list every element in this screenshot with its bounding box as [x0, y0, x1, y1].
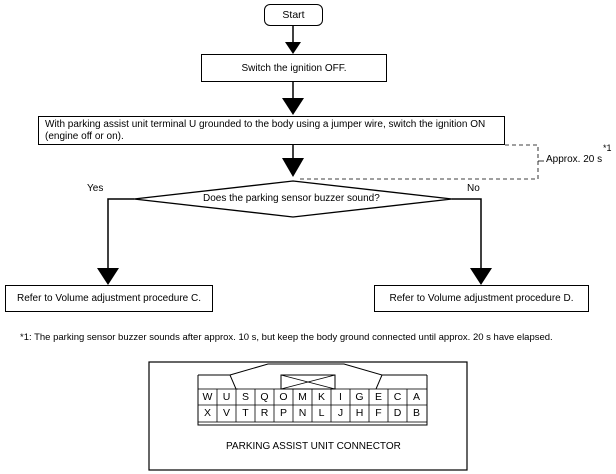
pin-o: O	[279, 391, 288, 403]
pin-q: Q	[260, 391, 269, 403]
pin-u: U	[222, 391, 231, 403]
start-box: Start	[264, 4, 323, 26]
pin-h: H	[355, 407, 364, 419]
pin-l: L	[318, 407, 325, 419]
pin-s: S	[241, 391, 249, 403]
pin-r: R	[260, 407, 269, 419]
note-marker: *1	[603, 143, 612, 153]
step-ignition-off: Switch the ignition OFF.	[201, 54, 387, 82]
step-ground-terminal-text: With parking assist unit terminal U grou…	[45, 119, 486, 142]
pin-w: W	[202, 391, 213, 403]
pin-v: V	[222, 407, 230, 419]
result-procedure-d: Refer to Volume adjustment procedure D.	[374, 285, 589, 312]
footnote: *1: The parking sensor buzzer sounds aft…	[20, 332, 553, 343]
pin-k: K	[317, 391, 325, 403]
result-procedure-c-text: Refer to Volume adjustment procedure C.	[17, 293, 201, 304]
start-label: Start	[282, 9, 305, 21]
pin-e: E	[374, 391, 382, 403]
pin-n: N	[298, 407, 307, 419]
no-label: No	[467, 183, 480, 194]
pin-p: P	[279, 407, 287, 419]
step-ignition-off-text: Switch the ignition OFF.	[241, 62, 347, 74]
time-note: Approx. 20 s	[546, 154, 602, 165]
pin-f: F	[375, 407, 382, 419]
pin-g: G	[355, 391, 364, 403]
step-ground-terminal: With parking assist unit terminal U grou…	[38, 116, 505, 145]
pin-d: D	[393, 407, 402, 419]
decision-diamond	[133, 180, 453, 218]
pin-t: T	[242, 407, 249, 419]
pin-m: M	[298, 391, 307, 403]
pin-i: I	[339, 391, 342, 403]
pin-b: B	[412, 407, 420, 419]
yes-label: Yes	[87, 183, 104, 194]
result-procedure-d-text: Refer to Volume adjustment procedure D.	[389, 293, 574, 304]
pin-j: J	[337, 407, 344, 419]
connector-title: PARKING ASSIST UNIT CONNECTOR	[226, 441, 401, 452]
pin-x: X	[203, 407, 211, 419]
decision-question: Does the parking sensor buzzer sound?	[203, 193, 380, 204]
result-procedure-c: Refer to Volume adjustment procedure C.	[5, 285, 213, 312]
pin-c: C	[393, 391, 402, 403]
pin-a: A	[412, 391, 420, 403]
time-note-text: Approx. 20 s	[546, 154, 603, 165]
